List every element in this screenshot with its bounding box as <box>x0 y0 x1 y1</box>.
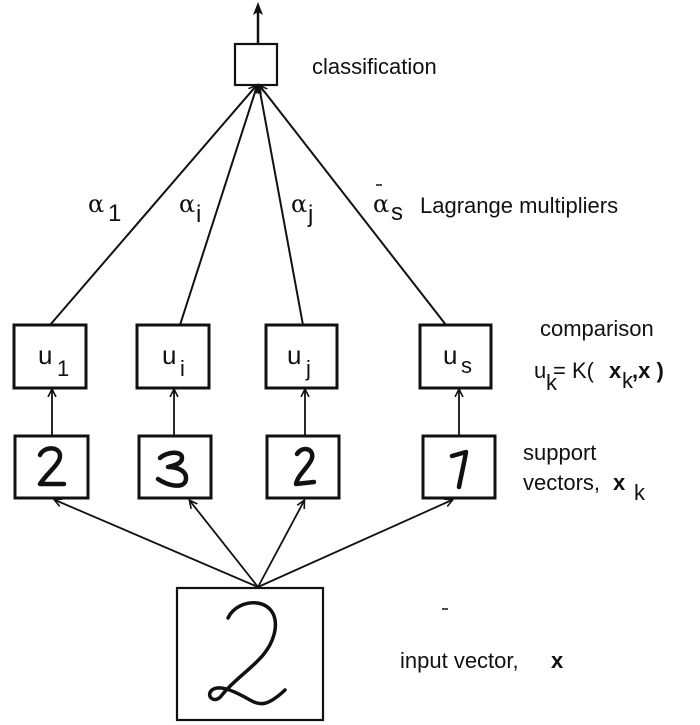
svg-text:α: α <box>373 190 389 218</box>
alpha-label-j: α j <box>291 190 313 228</box>
input-to-sv-arrow-2 <box>190 501 259 588</box>
input-vector-label: input vector, x <box>400 648 564 673</box>
classification-node <box>233 42 279 87</box>
svg-text:u: u <box>443 340 457 370</box>
weight-line-j <box>259 86 304 326</box>
alpha-label-i: α i <box>179 190 201 228</box>
weight-line-i <box>179 86 257 326</box>
digit-3-glyph <box>155 450 189 488</box>
svg-text:i: i <box>180 356 185 381</box>
comparison-node-1: u 1 <box>12 323 88 390</box>
comparison-node-i: u i <box>135 323 211 390</box>
digit-2-glyph <box>293 446 317 487</box>
alpha-label-s: α s <box>373 184 403 226</box>
svg-text:,x ): ,x ) <box>632 358 664 383</box>
svg-text:u: u <box>162 340 176 370</box>
svg-text:α: α <box>88 190 104 218</box>
support-vector-2 <box>137 434 213 500</box>
svg-text:u: u <box>287 340 301 370</box>
svg-text:j: j <box>305 356 311 381</box>
svg-text:vectors,: vectors, <box>523 470 600 495</box>
svg-text:s: s <box>391 199 403 226</box>
svg-text:comparison: comparison <box>540 316 654 341</box>
svg-text:s: s <box>461 353 472 378</box>
classification-label: classification <box>312 54 437 79</box>
support-vector-3 <box>265 434 341 500</box>
svg-text:u: u <box>38 340 52 370</box>
input-to-sv-arrow-4 <box>257 500 452 588</box>
svg-text:input vector,: input vector, <box>400 648 519 673</box>
svg-text:support: support <box>523 440 596 465</box>
comparison-node-j: u j <box>264 323 339 390</box>
svg-text:α: α <box>291 190 307 218</box>
svg-text:x: x <box>551 648 564 673</box>
comparison-label: comparison u k = K( x k ,x ) <box>534 316 664 395</box>
svg-text:u: u <box>534 358 546 383</box>
support-vector-1 <box>13 434 90 500</box>
svg-text:α: α <box>179 190 195 218</box>
alpha-label-1: α 1 <box>88 190 121 227</box>
support-vector-4 <box>421 434 497 500</box>
digit-2-glyph <box>207 601 287 706</box>
input-to-sv-arrow-1 <box>55 500 259 588</box>
weight-line-1 <box>49 86 256 326</box>
svg-text:1: 1 <box>108 200 121 227</box>
svg-text:1: 1 <box>57 356 69 381</box>
digit-1-glyph <box>449 449 469 490</box>
svg-text:k: k <box>546 370 558 395</box>
svg-text:x: x <box>609 358 622 383</box>
svg-text:= K(: = K( <box>553 358 595 383</box>
weight-line-s <box>260 86 447 326</box>
output-arrowhead-icon <box>253 2 263 15</box>
svg-text:k: k <box>622 368 634 393</box>
svg-text:i: i <box>196 201 201 228</box>
lagrange-multipliers-label: Lagrange multipliers <box>420 193 618 218</box>
support-vectors-label: support vectors, x k <box>523 440 646 505</box>
digit-2-glyph <box>37 446 67 487</box>
comparison-node-s: u s <box>418 323 493 390</box>
input-to-sv-arrow-3 <box>257 501 304 588</box>
svg-text:j: j <box>307 201 313 228</box>
svg-text:k: k <box>634 480 646 505</box>
input-vector-node <box>175 586 325 722</box>
svg-text:x: x <box>613 470 626 495</box>
